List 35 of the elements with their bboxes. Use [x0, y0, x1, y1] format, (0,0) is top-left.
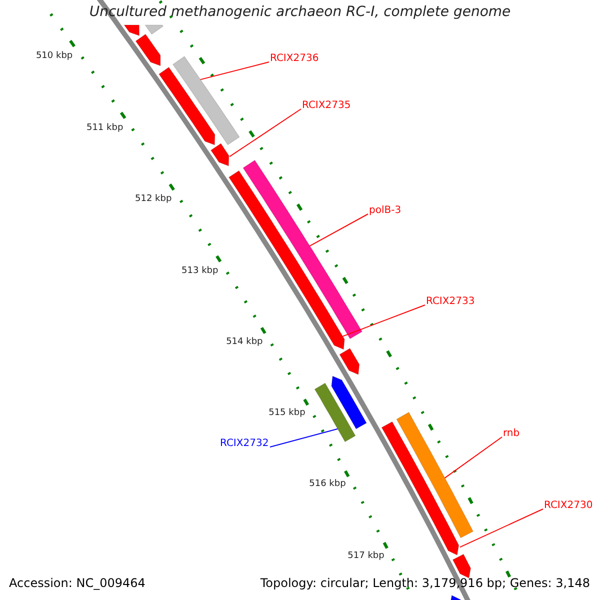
gene-label: RCIX2730 [544, 500, 593, 511]
gene-block [339, 348, 360, 375]
gene-block [314, 382, 356, 442]
gene-block [158, 66, 216, 146]
scale-label: 513 kbp [182, 266, 218, 276]
leader-line [444, 436, 502, 478]
gene-block [396, 412, 474, 538]
scale-label: 515 kbp [268, 408, 306, 418]
gene-block [331, 376, 367, 430]
scale-label: 514 kbp [226, 336, 263, 347]
scale-label: 516 kbp [309, 479, 346, 490]
gene-label: rnb [503, 428, 520, 439]
gene-label: polB-3 [369, 205, 402, 216]
leader-line [342, 304, 426, 337]
gene-label: RCIX2736 [270, 53, 319, 64]
gene-block [172, 56, 240, 146]
gene-label: RCIX2732 [220, 438, 269, 449]
leader-line [459, 508, 544, 548]
gene-label: RCIX2735 [302, 100, 351, 111]
title: Uncultured methanogenic archaeon RC-I, complete genome [89, 4, 511, 20]
leader-line [229, 108, 302, 158]
scale-label: 511 kbp [86, 122, 124, 133]
scale-label: 512 kbp [135, 194, 172, 204]
summary-text: Topology: circular; Length: 3,179,916 bp; Genes: 3,148 [260, 576, 590, 590]
gene-block [452, 554, 472, 578]
gene-label: RCIX2733 [426, 296, 475, 307]
gene-block [135, 34, 161, 66]
scale-label: 517 kbp [348, 550, 384, 561]
scale-label: 510 kbp [36, 51, 73, 62]
gene-block [228, 170, 345, 350]
gene-block [210, 143, 230, 166]
leader-line [200, 62, 270, 80]
leader-line [309, 214, 368, 246]
accession-text: Accession: NC_009464 [9, 576, 146, 590]
gene-block [124, 24, 140, 36]
